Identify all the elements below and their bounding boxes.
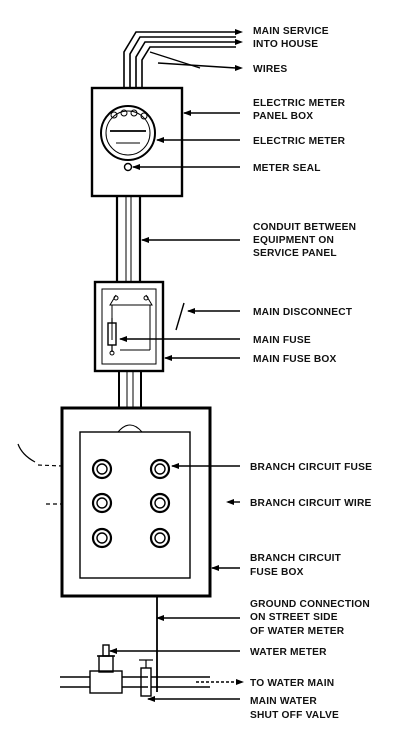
label-conduit-1: CONDUIT BETWEEN (253, 222, 356, 233)
water-main-arrow (196, 679, 244, 685)
label-wires: WIRES (253, 64, 287, 75)
label-electric-meter: ELECTRIC METER (253, 136, 346, 147)
label-shutoff-1: MAIN WATER (250, 696, 317, 707)
branch-fuse-6 (149, 527, 171, 549)
label-main-service-2: INTO HOUSE (253, 39, 318, 50)
label-ground-3: OF WATER METER (250, 626, 345, 637)
main-fuse-box (93, 280, 165, 373)
electric-meter (100, 105, 156, 161)
label-branch-box-2: FUSE BOX (250, 567, 304, 578)
label-main-fuse-box: MAIN FUSE BOX (253, 354, 337, 365)
label-main-disconnect: MAIN DISCONNECT (253, 307, 353, 318)
meter-seal (123, 162, 133, 172)
label-main-service-1: MAIN SERVICE (253, 26, 329, 37)
label-meter-panel-2: PANEL BOX (253, 111, 313, 122)
label-water-meter: WATER METER (250, 647, 327, 658)
label-conduit-2: EQUIPMENT ON (253, 235, 334, 246)
branch-fuse-5 (91, 527, 113, 549)
branch-fuse-1 (91, 458, 113, 480)
branch-fuses (91, 458, 171, 549)
label-shutoff-2: SHUT OFF VALVE (250, 710, 339, 721)
water-meter (97, 644, 115, 673)
shut-off-valve (139, 659, 153, 668)
label-ground-2: ON STREET SIDE (250, 612, 338, 623)
branch-fuse-panel (79, 431, 191, 579)
meter-panel-box (90, 86, 184, 198)
branch-fuse-3 (91, 492, 113, 514)
label-main-fuse: MAIN FUSE (253, 335, 311, 346)
label-branch-box-1: BRANCH CIRCUIT (250, 553, 342, 564)
service-entrance-wires (123, 31, 236, 88)
label-meter-seal: METER SEAL (253, 163, 321, 174)
branch-fuse-2 (149, 458, 171, 480)
label-branch-wire: BRANCH CIRCUIT WIRE (250, 498, 372, 509)
conduit (115, 196, 142, 282)
conduit-lower (118, 371, 142, 408)
branch-wires (17, 443, 63, 505)
label-ground-1: GROUND CONNECTION (250, 599, 370, 610)
main-fuse (107, 318, 117, 356)
label-branch-fuse: BRANCH CIRCUIT FUSE (250, 462, 372, 473)
main-disconnect (109, 294, 153, 351)
water-pipe (60, 667, 210, 697)
branch-fuse-box (60, 406, 212, 598)
labels: MAIN SERVICE INTO HOUSE WIRES ELECTRIC M… (250, 26, 372, 721)
disconnect-handle (175, 302, 185, 331)
branch-fuse-4 (149, 492, 171, 514)
label-to-water-main: TO WATER MAIN (250, 678, 334, 689)
leader-lines (110, 62, 240, 700)
label-conduit-3: SERVICE PANEL (253, 248, 337, 259)
leader-arrowheads (109, 65, 243, 702)
service-arrows (235, 29, 243, 45)
label-meter-panel-1: ELECTRIC METER (253, 98, 346, 109)
